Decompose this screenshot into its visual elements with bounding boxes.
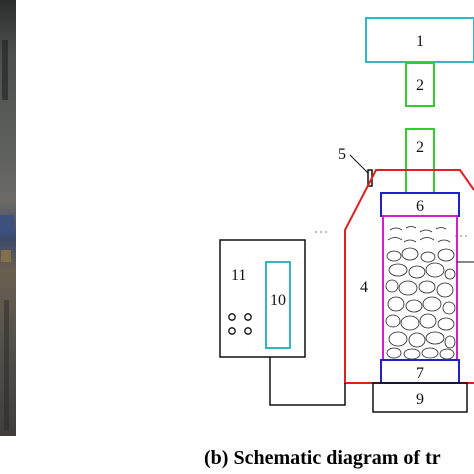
label-2-upper: 2 bbox=[416, 77, 424, 94]
dotted-marks bbox=[315, 231, 467, 237]
photo-image bbox=[0, 0, 16, 436]
figure-caption: (b) Schematic diagram of tr bbox=[204, 447, 441, 469]
photo-strip bbox=[0, 0, 16, 436]
label-9: 9 bbox=[416, 391, 424, 408]
label-7: 7 bbox=[416, 365, 424, 382]
component-11-controller bbox=[219, 239, 306, 358]
label-10: 10 bbox=[270, 292, 286, 309]
label-6: 6 bbox=[416, 198, 424, 215]
component-2-upper bbox=[405, 62, 435, 107]
granular-material bbox=[385, 226, 456, 360]
component-10-display bbox=[265, 261, 291, 349]
label-11: 11 bbox=[231, 267, 246, 284]
controller-knobs bbox=[228, 313, 252, 335]
leader-5 bbox=[349, 154, 369, 174]
connecting-wire bbox=[269, 357, 346, 406]
label-4: 4 bbox=[360, 279, 368, 296]
label-1: 1 bbox=[416, 33, 424, 50]
label-2-lower: 2 bbox=[416, 139, 424, 156]
label-5: 5 bbox=[338, 146, 346, 163]
component-9-base bbox=[372, 382, 468, 413]
component-4-housing bbox=[344, 169, 474, 384]
